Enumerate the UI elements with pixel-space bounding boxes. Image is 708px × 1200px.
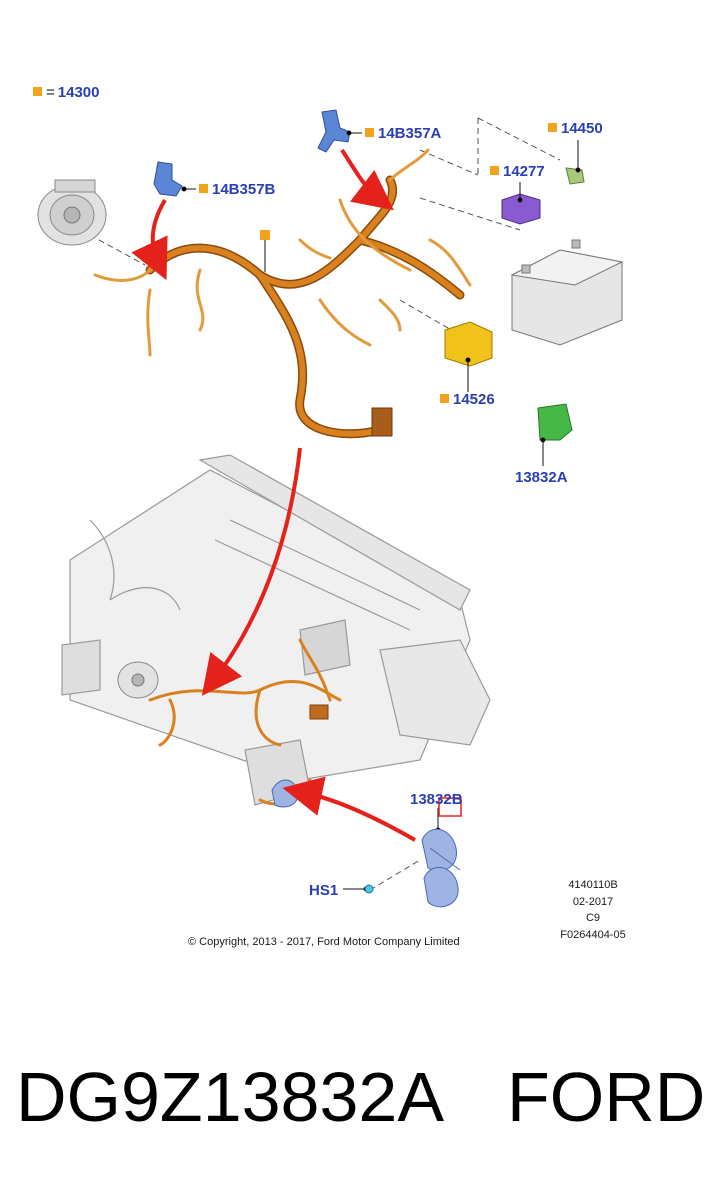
callout-13832a: 13832A: [515, 469, 568, 486]
sensor-14b357a: [317, 109, 351, 153]
red-arrows: [131, 148, 416, 842]
callout-14450: 14450: [548, 120, 603, 137]
drawing-code: C9: [585, 912, 601, 924]
sensor-14450: [565, 167, 585, 185]
battery: [510, 239, 624, 346]
wiring-harness: [93, 148, 472, 439]
connector-14526: [444, 321, 493, 367]
marker-icon: [199, 184, 208, 193]
callout-14526: 14526: [440, 391, 495, 408]
vehicle-front-structure: [61, 454, 491, 806]
harness-connector: [309, 704, 329, 720]
copyright-text: © Copyright, 2013 - 2017, Ford Motor Com…: [188, 936, 460, 948]
part-number: DG9Z13832A: [16, 1058, 445, 1136]
horn-13832b: [421, 828, 461, 908]
callout-14b357b: 14B357B: [199, 181, 275, 198]
alternator-installed: [117, 661, 159, 699]
parts-diagram: [37, 109, 624, 908]
marker-icon: [365, 128, 374, 137]
brand-name: FORD: [507, 1058, 706, 1136]
callout-14277: 14277: [490, 163, 545, 180]
horn-installed: [271, 779, 299, 808]
wiring-harness-installed: [148, 638, 342, 806]
legend: =14300: [33, 84, 99, 101]
marker-icon: [490, 166, 499, 175]
bolt-hs1: [364, 884, 374, 894]
callout-14300-marker: [260, 228, 274, 245]
drawing-file: F0264404-05: [560, 929, 626, 941]
sensor-14b357b: [153, 161, 183, 197]
callout-13832b: 13832B: [410, 791, 463, 808]
marker-icon: [260, 230, 270, 240]
alternator: [37, 179, 107, 246]
legend-symbol: =: [46, 84, 55, 101]
highlight-box: [438, 797, 462, 817]
marker-icon: [440, 394, 449, 403]
legend-marker-icon: [33, 87, 42, 96]
relay-13832a: [537, 403, 573, 441]
leader-lines: [89, 117, 561, 891]
legend-code: 14300: [57, 84, 100, 101]
callout-hs1: HS1: [309, 882, 339, 899]
drawing-date: 02-2017: [572, 896, 614, 908]
drawing-ref: 4140110B: [568, 879, 618, 891]
marker-icon: [548, 123, 557, 132]
callout-14b357a: 14B357A: [365, 125, 441, 142]
